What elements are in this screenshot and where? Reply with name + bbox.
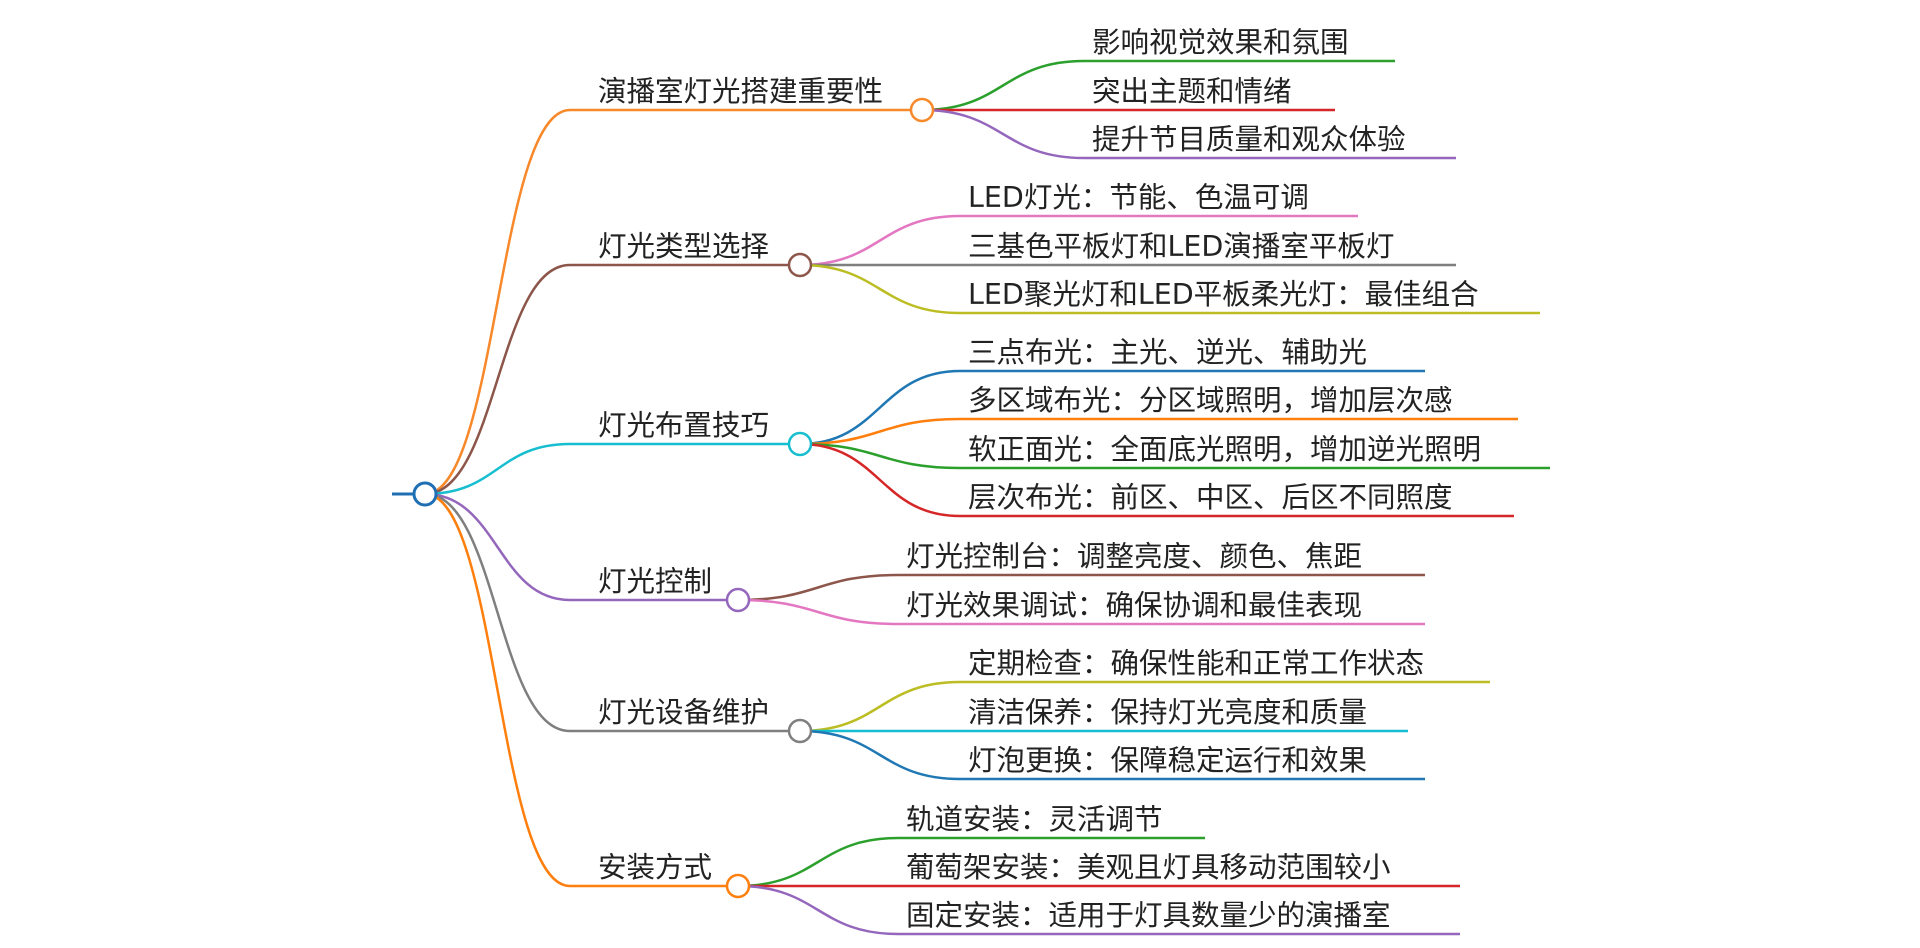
child-label: 固定安装：适用于灯具数量少的演播室 [906,898,1391,932]
child-label: 软正面光：全面底光照明，增加逆光照明 [968,432,1482,466]
branch-label: 灯光布置技巧 [598,408,770,442]
branch-label: 灯光控制 [598,564,713,598]
child-connector [921,108,1085,160]
child-label: 影响视觉效果和氛围 [1092,25,1349,59]
child-label: 三点布光：主光、逆光、辅助光 [968,335,1368,369]
child-connector [921,59,1085,112]
branch-node[interactable] [787,431,813,457]
branch-node[interactable] [787,252,813,278]
branch-connector [424,263,571,496]
branch-label: 灯光设备维护 [598,695,770,729]
branch-label: 演播室灯光搭建重要性 [598,74,884,108]
branch-node[interactable] [725,587,751,613]
branch-connector [424,492,571,602]
child-connector [799,369,961,446]
child-connector [737,884,899,936]
child-connector [737,836,899,888]
child-connector [737,598,899,626]
child-connector [799,442,961,518]
root-node[interactable] [412,481,438,507]
branch-connector [424,492,571,733]
branch-connector [424,492,571,888]
child-connector [799,442,961,470]
child-label: 葡萄架安装：美观且灯具移动范围较小 [906,850,1391,884]
child-connector [799,680,961,733]
child-label: 三基色平板灯和LED演播室平板灯 [968,229,1395,263]
child-connector [799,263,961,315]
child-label: LED聚光灯和LED平板柔光灯：最佳组合 [968,277,1479,311]
child-label: 轨道安装：灵活调节 [906,802,1163,836]
branch-node[interactable] [725,873,751,899]
branch-node[interactable] [909,97,935,123]
child-label: 灯光控制台：调整亮度、颜色、焦距 [906,539,1363,573]
child-connector [799,417,961,446]
child-label: 提升节目质量和观众体验 [1092,122,1406,156]
child-label: 多区域布光：分区域照明，增加层次感 [968,383,1453,417]
child-label: LED灯光：节能、色温可调 [968,180,1309,214]
branch-node[interactable] [787,718,813,744]
branch-label: 灯光类型选择 [598,229,770,263]
child-label: 层次布光：前区、中区、后区不同照度 [968,480,1453,514]
branch-connector [424,442,571,496]
branch-connector [424,108,571,496]
child-label: 灯光效果调试：确保协调和最佳表现 [906,588,1363,622]
branch-label: 安装方式 [598,850,713,884]
child-connector [799,729,961,781]
child-connector [799,214,961,267]
child-connector [737,573,899,602]
child-label: 突出主题和情绪 [1092,74,1292,108]
child-label: 清洁保养：保持灯光亮度和质量 [968,695,1368,729]
child-label: 定期检查：确保性能和正常工作状态 [968,646,1425,680]
child-label: 灯泡更换：保障稳定运行和效果 [968,743,1368,777]
